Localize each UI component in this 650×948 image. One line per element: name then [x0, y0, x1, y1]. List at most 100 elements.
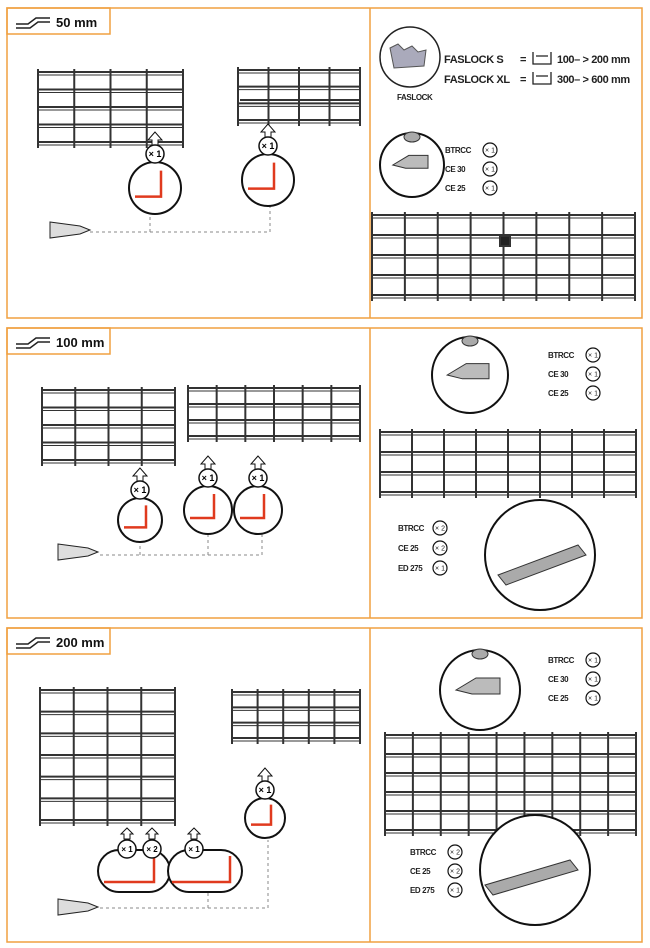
bolt-head-icon [403, 131, 421, 143]
cutter-icon [57, 898, 100, 916]
part-name: CE 30 [445, 165, 466, 174]
cut-quantity: × 1 [202, 473, 215, 483]
up-arrow-icon [119, 827, 135, 840]
part-name: BTRCC [410, 848, 437, 857]
quantity-circle [585, 347, 601, 363]
parts-lists: BTRCC × 1 CE 30 × 1 CE 25 × 1 BTRCC × 1 CE 30 × 1… [379, 131, 601, 926]
quantity-circle [447, 882, 463, 898]
cut-quantity: × 2 [146, 845, 158, 854]
clamp-bracket [454, 677, 501, 695]
quantity-circle [585, 690, 601, 706]
up-arrow-icon [199, 455, 217, 471]
faslock-xl-range: 300– > 600 mm [557, 74, 630, 86]
equals: = [520, 74, 526, 86]
up-arrow-icon [131, 467, 149, 483]
cut-markers: × 1× 1× 1× 1× 1× 1× 1× 2× 1 [49, 123, 295, 916]
quantity-circle [198, 468, 218, 488]
cut-circle [233, 485, 283, 535]
wire-mesh [39, 687, 176, 826]
cut-oval [97, 849, 171, 893]
cut-wire [240, 494, 266, 520]
up-arrow-icon [146, 131, 164, 147]
quantity-circle [585, 385, 601, 401]
part-name: CE 25 [548, 389, 569, 398]
cut-detail: × 1 [117, 467, 163, 543]
clamp-bracket [445, 363, 490, 380]
up-arrow-icon [256, 767, 274, 783]
part-quantity: × 1 [588, 658, 598, 665]
part-name: CE 30 [548, 675, 569, 684]
part-quantity: × 1 [588, 677, 598, 684]
quantity-circle [142, 839, 162, 859]
cut-detail: × 1 [244, 767, 286, 839]
quantity-circle [145, 144, 165, 164]
panel-borders [6, 7, 643, 943]
size-label-200: 200 mm [56, 635, 104, 650]
cut-circle [128, 161, 182, 215]
up-arrow-icon [259, 123, 277, 139]
quantity-circle [432, 560, 448, 576]
cut-circle [117, 497, 163, 543]
quantity-circle [258, 136, 278, 156]
faslock-s-range: 100– > 200 mm [557, 54, 630, 66]
part-name: ED 275 [398, 564, 423, 573]
guide-line [90, 200, 271, 233]
size-label-50: 50 mm [56, 15, 97, 30]
part-quantity: × 1 [450, 888, 460, 895]
cut-wire [251, 804, 273, 826]
part-quantity: × 1 [588, 372, 598, 379]
cut-circle [183, 485, 233, 535]
quantity-circle [255, 780, 275, 800]
size-label-100: 100 mm [56, 335, 104, 350]
wire-mesh [187, 385, 361, 442]
quantity-circle [585, 366, 601, 382]
cut-wire [104, 856, 232, 884]
quantity-circle [184, 839, 204, 859]
wire-mesh [231, 689, 361, 744]
cut-wire [248, 162, 276, 190]
part-name: BTRCC [548, 351, 575, 360]
faslock-caption: FASLOCK [397, 93, 433, 102]
faslock-xl-label: FASLOCK XL [444, 74, 510, 86]
quantity-circle [447, 863, 463, 879]
up-arrow-icon [186, 827, 202, 840]
part-name: BTRCC [445, 146, 472, 155]
part-quantity: × 1 [485, 186, 495, 193]
part-name: CE 25 [398, 544, 419, 553]
part-quantity: × 1 [435, 566, 445, 573]
quantity-circle [447, 844, 463, 860]
cut-quantity: × 1 [262, 141, 275, 151]
bolt-head-icon [471, 648, 489, 660]
connector-plate [497, 544, 587, 586]
part-name: BTRCC [398, 524, 425, 533]
quantity-circle [248, 468, 268, 488]
part-quantity: × 1 [485, 148, 495, 155]
part-quantity: × 2 [435, 546, 445, 553]
part-name: BTRCC [548, 656, 575, 665]
part-name: CE 25 [410, 867, 431, 876]
cut-detail: × 1 [128, 131, 182, 215]
quantity-circle [482, 161, 498, 177]
cut-quantity: × 1 [259, 785, 272, 795]
quantity-circle [432, 540, 448, 556]
width-icons [16, 17, 50, 649]
part-quantity: × 2 [450, 850, 460, 857]
cut-detail: × 1 [241, 123, 295, 207]
wire-mesh [37, 69, 184, 148]
faslock-s-label: FASLOCK S [444, 54, 503, 66]
cut-quantity: × 1 [121, 845, 133, 854]
cut-quantity: × 1 [188, 845, 200, 854]
quantity-circle [585, 652, 601, 668]
cut-circle [244, 797, 286, 839]
cut-quantity: × 1 [149, 149, 162, 159]
part-name: ED 275 [410, 886, 435, 895]
tray-width-icons [532, 52, 552, 85]
quantity-circle [432, 520, 448, 536]
wire-mesh [379, 429, 637, 498]
part-quantity: × 1 [588, 391, 598, 398]
quantity-circle [482, 142, 498, 158]
wire-mesh [237, 67, 361, 126]
bolt-head-icon [461, 335, 479, 347]
cut-wire [124, 505, 148, 529]
